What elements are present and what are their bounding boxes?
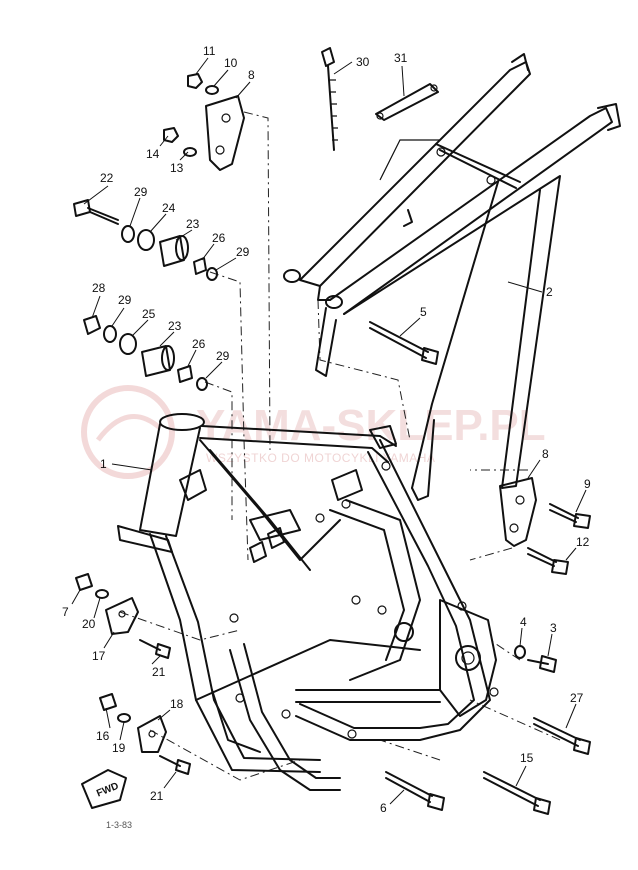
main-frame bbox=[117, 413, 499, 791]
callout-29: 29 bbox=[134, 185, 148, 199]
callout-23: 23 bbox=[168, 319, 182, 333]
callout-10: 10 bbox=[224, 56, 238, 70]
callout-17: 17 bbox=[92, 649, 106, 663]
watermark-logo-icon bbox=[81, 385, 175, 479]
callout-22: 22 bbox=[100, 171, 114, 185]
callout-15: 15 bbox=[520, 751, 534, 765]
callout-19: 19 bbox=[112, 741, 126, 755]
callout-12: 12 bbox=[576, 535, 590, 549]
callout-4: 4 bbox=[520, 615, 527, 629]
callout-6: 6 bbox=[380, 801, 387, 815]
callout-26: 26 bbox=[192, 337, 206, 351]
rubber-damper-icon bbox=[159, 235, 185, 267]
callout-30: 30 bbox=[356, 55, 370, 69]
callout-11: 11 bbox=[203, 44, 216, 58]
callout-3: 3 bbox=[550, 621, 557, 635]
callout-14: 14 bbox=[146, 147, 160, 161]
callout-16: 16 bbox=[96, 729, 110, 743]
washer-icon bbox=[205, 85, 219, 95]
callout-28: 28 bbox=[92, 281, 106, 295]
callout-31: 31 bbox=[394, 51, 408, 65]
loose-parts bbox=[73, 47, 591, 815]
callout-18: 18 bbox=[170, 697, 184, 711]
callout-29: 29 bbox=[118, 293, 132, 307]
watermark-subtitle: WSZYSTKO DO MOTOCYKLI YAMAHA bbox=[206, 451, 435, 465]
callout-1: 1 bbox=[100, 457, 107, 471]
callout-29: 29 bbox=[236, 245, 250, 259]
callout-numbers: 11 10 8 14 13 30 31 22 29 24 23 26 29 2 … bbox=[62, 44, 591, 815]
callout-9: 9 bbox=[584, 477, 591, 491]
callout-21: 21 bbox=[150, 789, 164, 803]
callout-7: 7 bbox=[62, 605, 69, 619]
callout-8: 8 bbox=[542, 447, 549, 461]
callout-2: 2 bbox=[546, 285, 553, 299]
diagram-code: 1-3-83 bbox=[106, 820, 132, 830]
watermark-title: YAMA-SKLEP.PL bbox=[196, 401, 546, 450]
stay-icon bbox=[375, 83, 439, 121]
callout-13: 13 bbox=[170, 161, 184, 175]
fwd-arrow-icon: FWD bbox=[81, 769, 127, 809]
rear-subframe bbox=[283, 53, 621, 501]
nut-icon bbox=[187, 73, 203, 89]
cable-tie-icon bbox=[321, 47, 335, 67]
engine-bracket-upper-icon bbox=[205, 95, 245, 171]
callout-27: 27 bbox=[570, 691, 584, 705]
callout-23: 23 bbox=[186, 217, 200, 231]
leader-lines bbox=[71, 57, 587, 805]
callout-25: 25 bbox=[142, 307, 156, 321]
callout-24: 24 bbox=[162, 201, 176, 215]
fwd-label: FWD bbox=[95, 781, 120, 800]
callout-8: 8 bbox=[248, 68, 255, 82]
callout-21: 21 bbox=[152, 665, 166, 679]
callout-29: 29 bbox=[216, 349, 230, 363]
callout-5: 5 bbox=[420, 305, 427, 319]
callout-20: 20 bbox=[82, 617, 96, 631]
callout-26: 26 bbox=[212, 231, 226, 245]
engine-bracket-lower-icon bbox=[499, 477, 537, 547]
